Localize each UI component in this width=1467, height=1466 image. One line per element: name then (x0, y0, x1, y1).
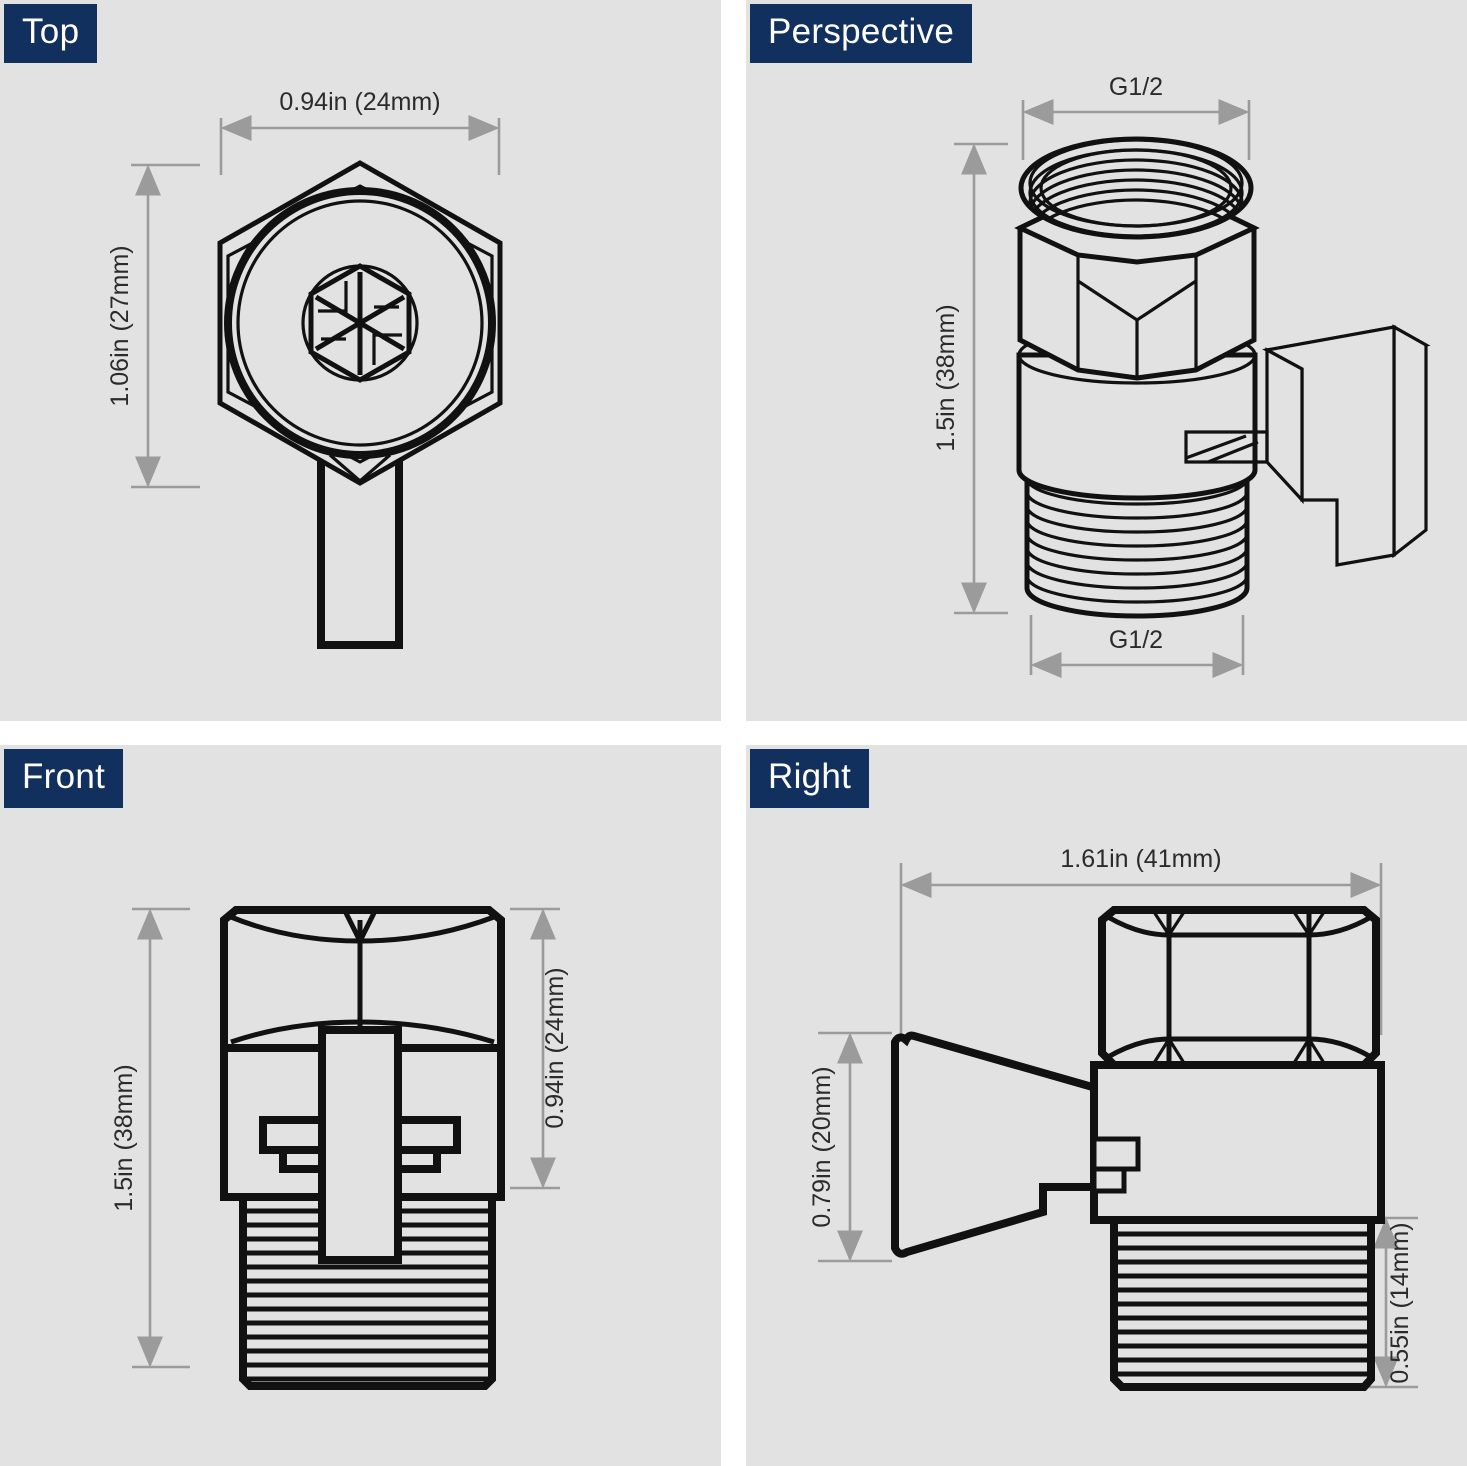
dimension-label-right-thread: 0.55in (14mm) (1386, 1222, 1414, 1383)
right-hex-nut (1098, 906, 1380, 1069)
dimension-right-handle-height: 0.79in (20mm) (808, 1031, 892, 1263)
dimension-right-thread-length: 0.55in (14mm) (1356, 1216, 1418, 1389)
dimension-label-perspective-height: 1.5in (38mm) (932, 304, 960, 451)
dimension-front-hex-height: 0.94in (24mm) (510, 907, 569, 1190)
dimension-label-top-width: 0.94in (24mm) (279, 88, 440, 116)
dimension-top-height: 1.06in (27mm) (106, 163, 200, 489)
front-flange-tabs (259, 1116, 461, 1173)
drawing-stage-front: 1.5in (38mm) 0.94in (24mm) (0, 745, 721, 1466)
front-stem (318, 1026, 402, 1264)
right-body-collar (1090, 1061, 1385, 1224)
right-male-thread (1110, 1216, 1375, 1391)
dimension-label-top-height: 1.06in (27mm) (106, 245, 134, 406)
panel-badge-right: Right (750, 749, 870, 808)
top-view-drawing: 0.94in (24mm) 1.06in (27mm) (106, 88, 503, 649)
drawing-stage-perspective: G1/2 1.5in (38mm) G1/2 (746, 0, 1467, 721)
panel-badge-top: Top (4, 4, 98, 63)
panel-badge-perspective: Perspective (750, 4, 973, 63)
top-view-inner-socket (301, 263, 419, 383)
dimension-right-overall-width: 1.61in (41mm) (899, 845, 1383, 1035)
perspective-lever-handle (1262, 324, 1431, 567)
perspective-view-drawing: G1/2 1.5in (38mm) G1/2 (932, 73, 1431, 678)
perspective-hex-nut (1014, 136, 1260, 381)
top-view-stem-joint (328, 453, 392, 484)
dimension-label-front-overall: 1.5in (38mm) (110, 1064, 138, 1211)
dimension-perspective-top-thread: G1/2 (1021, 73, 1251, 160)
dimension-label-right-handle: 0.79in (20mm) (808, 1066, 836, 1227)
dimension-label-front-hex: 0.94in (24mm) (541, 967, 569, 1128)
panel-top: Top 0.94in (24mm) (0, 0, 721, 721)
panel-right: Right (746, 745, 1467, 1466)
right-view-drawing: 1.61in (41mm) 0.79in (20mm) 0.55in (14mm… (808, 845, 1418, 1391)
dimension-front-overall-height: 1.5in (38mm) (110, 907, 190, 1369)
right-lever-handle (891, 1031, 1107, 1258)
front-view-drawing: 1.5in (38mm) 0.94in (24mm) (110, 906, 569, 1390)
drawing-stage-right: 1.61in (41mm) 0.79in (20mm) 0.55in (14mm… (746, 745, 1467, 1466)
right-thread-lines (1114, 1231, 1371, 1377)
dimension-perspective-bottom-thread: G1/2 (1029, 615, 1245, 678)
drawing-stage-top: 0.94in (24mm) 1.06in (27mm) (0, 0, 721, 721)
dimension-label-right-width: 1.61in (41mm) (1060, 845, 1221, 873)
dimension-label-perspective-bottom: G1/2 (1109, 626, 1163, 654)
dimension-top-width: 0.94in (24mm) (219, 88, 501, 175)
dimension-label-perspective-top: G1/2 (1109, 73, 1163, 101)
perspective-male-thread (1024, 438, 1250, 619)
perspective-thread-lines (1026, 477, 1246, 604)
panel-badge-front: Front (4, 749, 124, 808)
top-view-socket-spokes (314, 272, 406, 375)
panel-perspective: Perspective (746, 0, 1467, 721)
front-hex-nut (220, 906, 505, 1052)
dimension-perspective-height: 1.5in (38mm) (932, 142, 1008, 615)
panel-front: Front (0, 745, 721, 1466)
